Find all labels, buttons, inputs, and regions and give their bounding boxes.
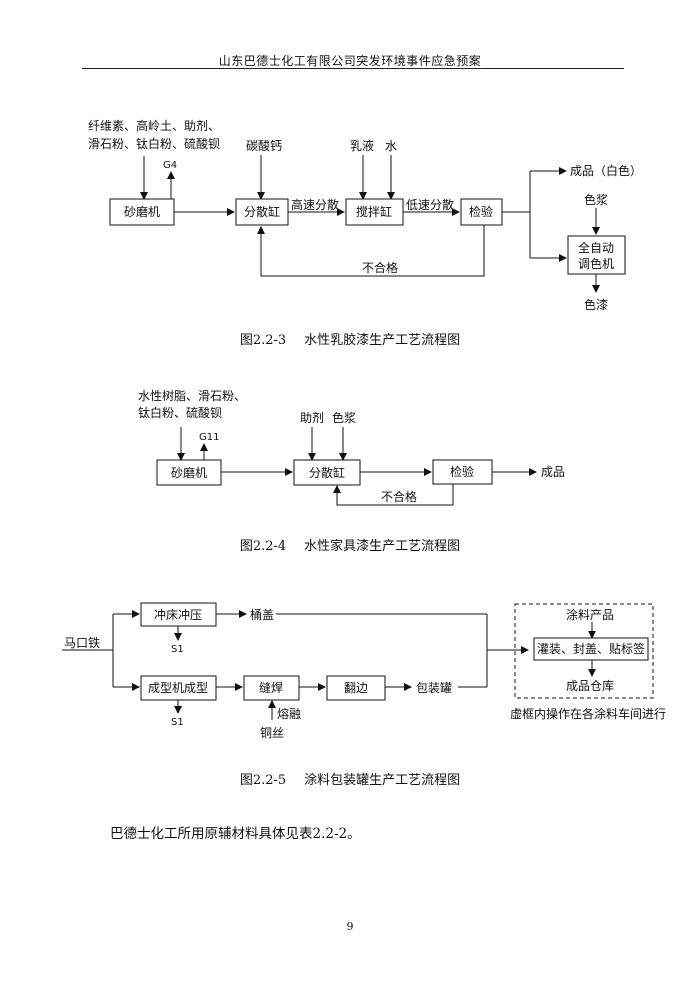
box-auto-tinting bbox=[567, 235, 626, 275]
fig2-product: 成品 bbox=[541, 465, 565, 479]
dashed-workshop-frame bbox=[514, 603, 654, 699]
fig1-box-mixer-label: 搅拌缸 bbox=[356, 204, 392, 219]
fig3-dashed-note: 虚框内操作在各涂料车间进行 bbox=[510, 706, 666, 721]
flowchart-furniture-paint: 水性树脂、滑石粉、 钛白粉、硫酸钡 G11 砂磨机 助剂 色浆 分散缸 检验 成… bbox=[138, 388, 565, 506]
fig1-unqualified: 不合格 bbox=[362, 260, 398, 275]
fig2-g11: G11 bbox=[199, 432, 219, 443]
fig2-additive: 助剂 bbox=[300, 410, 324, 425]
fig2-box-mill-label: 砂磨机 bbox=[171, 466, 207, 480]
fig2-inputs-line1: 水性树脂、滑石粉、 bbox=[138, 388, 246, 403]
fig1-caption-num: 图2.2-3 bbox=[239, 333, 287, 348]
page-header-title: 山东巴德士化工有限公司突发环境事件应急预案 bbox=[218, 54, 482, 68]
fig1-caco3: 碳酸钙 bbox=[246, 138, 282, 153]
fig1-caption: 图2.2-3 水性乳胶漆生产工艺流程图 bbox=[0, 329, 700, 348]
flowchart-latex-paint: 纤维素、高岭土、助剂、 滑石粉、钛白粉、硫酸钡 G4 砂磨机 碳酸钙 分散缸 高… bbox=[88, 118, 642, 312]
fig3-box-flange-label: 翻边 bbox=[344, 681, 368, 695]
fig1-box-inspect-label: 检验 bbox=[469, 204, 493, 219]
body-paragraph: 巴德士化工所用原辅材料具体见表2.2-2。 bbox=[110, 826, 361, 842]
box-fill-seal-label bbox=[533, 637, 649, 661]
fig3-box-fill-label: 灌装、封盖、贴标签 bbox=[537, 641, 645, 656]
fig2-caption: 图2.2-4 水性家具漆生产工艺流程图 bbox=[0, 535, 700, 554]
fig1-caption-text: 水性乳胶漆生产工艺流程图 bbox=[304, 333, 461, 348]
flowchart-packaging-can: 马口铁 冲床冲压 S1 桶盖 成型机成型 S1 缝焊 熔融 铜丝 翻边 包装罐 … bbox=[62, 602, 666, 740]
box-punch-press bbox=[140, 602, 217, 627]
fig3-caption-num: 图2.2-5 bbox=[239, 773, 287, 788]
fig3-warehouse: 成品仓库 bbox=[566, 678, 614, 693]
box-inspection bbox=[460, 198, 503, 226]
fig3-box-weld-label: 缝焊 bbox=[259, 680, 283, 695]
fig1-box-auto-line1: 全自动 bbox=[578, 240, 614, 255]
fig1-box-auto-line2: 调色机 bbox=[578, 257, 614, 271]
fig1-inputs-line2: 滑石粉、钛白粉、硫酸钡 bbox=[88, 136, 220, 151]
fig3-caption-text: 涂料包装罐生产工艺流程图 bbox=[304, 773, 461, 788]
fig2-box-disperse-label: 分散缸 bbox=[309, 465, 345, 480]
fig1-box-mill-label: 砂磨机 bbox=[124, 205, 160, 219]
fig1-low-speed: 低速分散 bbox=[406, 197, 454, 212]
fig2-box-inspect-label: 检验 bbox=[450, 464, 474, 479]
fig3-caption: 图2.2-5 涂料包装罐生产工艺流程图 bbox=[0, 769, 700, 788]
fig3-copper-wire: 铜丝 bbox=[260, 725, 284, 740]
fig2-unqualified: 不合格 bbox=[381, 489, 417, 504]
fig3-bucket-lid: 桶盖 bbox=[250, 607, 274, 622]
fig1-product-white: 成品（白色） bbox=[570, 163, 642, 178]
header-rule bbox=[82, 68, 624, 69]
fig2-caption-num: 图2.2-4 bbox=[239, 539, 287, 554]
fig2-pigment: 色浆 bbox=[332, 410, 356, 425]
fig1-g4: G4 bbox=[163, 160, 177, 171]
fig1-water: 水 bbox=[385, 139, 397, 153]
box-forming-machine bbox=[140, 675, 217, 701]
fig3-box-punch-label: 冲床冲压 bbox=[154, 607, 202, 622]
box-flanging bbox=[326, 675, 386, 701]
fig3-s1-top: S1 bbox=[171, 644, 184, 655]
fig3-s1-bottom: S1 bbox=[171, 717, 184, 728]
fig3-box-forming-label: 成型机成型 bbox=[148, 681, 208, 695]
box-disperse-tank-2 bbox=[293, 459, 361, 486]
fig3-coating-product: 涂料产品 bbox=[566, 607, 614, 622]
page-number: 9 bbox=[346, 920, 354, 933]
box-sand-mill-2 bbox=[156, 459, 222, 486]
fig3-can: 包装罐 bbox=[416, 681, 452, 695]
fig3-tinplate: 马口铁 bbox=[64, 636, 100, 650]
fig1-color-paint: 色漆 bbox=[584, 298, 608, 312]
box-sand-mill bbox=[109, 198, 175, 226]
fig2-caption-text: 水性家具漆生产工艺流程图 bbox=[304, 539, 461, 554]
fig1-latex: 乳液 bbox=[350, 138, 374, 153]
fig1-high-speed: 高速分散 bbox=[291, 197, 339, 212]
fig1-pigment: 色浆 bbox=[584, 192, 608, 207]
box-mixing-tank bbox=[345, 198, 404, 226]
fig3-melt: 熔融 bbox=[277, 706, 301, 721]
fig2-inputs-line2: 钛白粉、硫酸钡 bbox=[138, 405, 222, 420]
fig1-inputs-line1: 纤维素、高岭土、助剂、 bbox=[88, 118, 220, 133]
box-disperse-tank bbox=[235, 198, 289, 226]
fig1-box-disperse-label: 分散缸 bbox=[244, 204, 280, 219]
box-inspection-2 bbox=[432, 459, 493, 485]
box-seam-weld bbox=[243, 675, 300, 701]
